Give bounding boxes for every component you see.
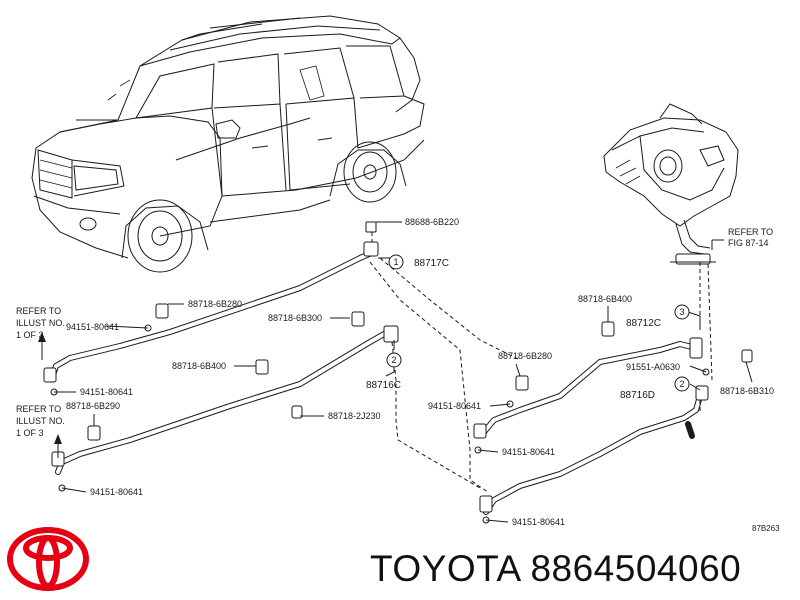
callout-leaders <box>54 221 753 523</box>
label-88718-6B400-mid: 88718-6B400 <box>172 361 226 371</box>
circled-callouts: 1 2 3 2 <box>386 254 690 392</box>
label-88718-2J230: 88718-2J230 <box>328 411 381 421</box>
label-94151-80641-mid-left: 94151-80641 <box>80 387 133 397</box>
brand-name: TOYOTA <box>370 548 520 589</box>
figure-code: 87B263 <box>752 524 780 533</box>
refer-left-bottom-line1: REFER TO <box>16 404 61 414</box>
label-94151-80641-top-left: 94151-80641 <box>66 322 119 332</box>
refer-left-bottom-line3: 1 OF 3 <box>16 428 44 438</box>
refer-left-arrows <box>38 332 62 458</box>
label-88716C: 88716C <box>366 380 401 391</box>
circle-number-1: 1 <box>393 257 398 267</box>
ac-unit-illustration <box>603 103 739 265</box>
label-88718-6B280-left: 88718-6B280 <box>188 299 242 309</box>
refer-left-top-line2: ILLUST NO. <box>16 318 65 328</box>
vehicle-illustration <box>31 15 425 273</box>
label-88718-6B290: 88718-6B290 <box>66 401 120 411</box>
refer-left-top-line1: REFER TO <box>16 306 61 316</box>
label-88718-6B280-right: 88718-6B280 <box>498 351 552 361</box>
refer-left-top-line3: 1 OF 3 <box>16 330 44 340</box>
refer-right-line1: REFER TO <box>728 227 773 237</box>
logo-vertical-ring <box>36 535 60 589</box>
circle-number-2b: 2 <box>679 379 684 389</box>
ac-tube-set <box>49 249 703 515</box>
label-88718-6B300: 88718-6B300 <box>268 313 322 323</box>
part-number-labels: 88688-6B220 88717C 88718-6B280 94151-806… <box>66 217 774 527</box>
label-88718-6B400-right: 88718-6B400 <box>578 294 632 304</box>
refer-left-notes: REFER TO ILLUST NO. 1 OF 3 REFER TO ILLU… <box>16 306 65 438</box>
label-94151-80641-right-c: 94151-80641 <box>512 517 565 527</box>
label-88716D: 88716D <box>620 390 655 401</box>
label-88712C: 88712C <box>626 318 661 329</box>
clamp-parts <box>43 221 753 524</box>
label-88717C: 88717C <box>414 258 449 269</box>
toyota-logo <box>7 527 89 591</box>
circle-number-2a: 2 <box>391 355 396 365</box>
part-number: 8864504060 <box>530 548 742 589</box>
circle-number-3: 3 <box>679 307 684 317</box>
label-88718-6B310: 88718-6B310 <box>720 386 774 396</box>
brand-part-number-caption: TOYOTA 8864504060 <box>370 548 790 590</box>
label-94151-80641-right-b: 94151-80641 <box>502 447 555 457</box>
refer-right-line2: FIG 87-14 <box>728 238 769 248</box>
label-94151-80641-right-a: 94151-80641 <box>428 401 481 411</box>
label-88688-6B220: 88688-6B220 <box>405 217 459 227</box>
label-94151-80641-bottom-left: 94151-80641 <box>90 487 143 497</box>
label-91551-A0630: 91551-A0630 <box>626 362 680 372</box>
refer-left-bottom-line2: ILLUST NO. <box>16 416 65 426</box>
